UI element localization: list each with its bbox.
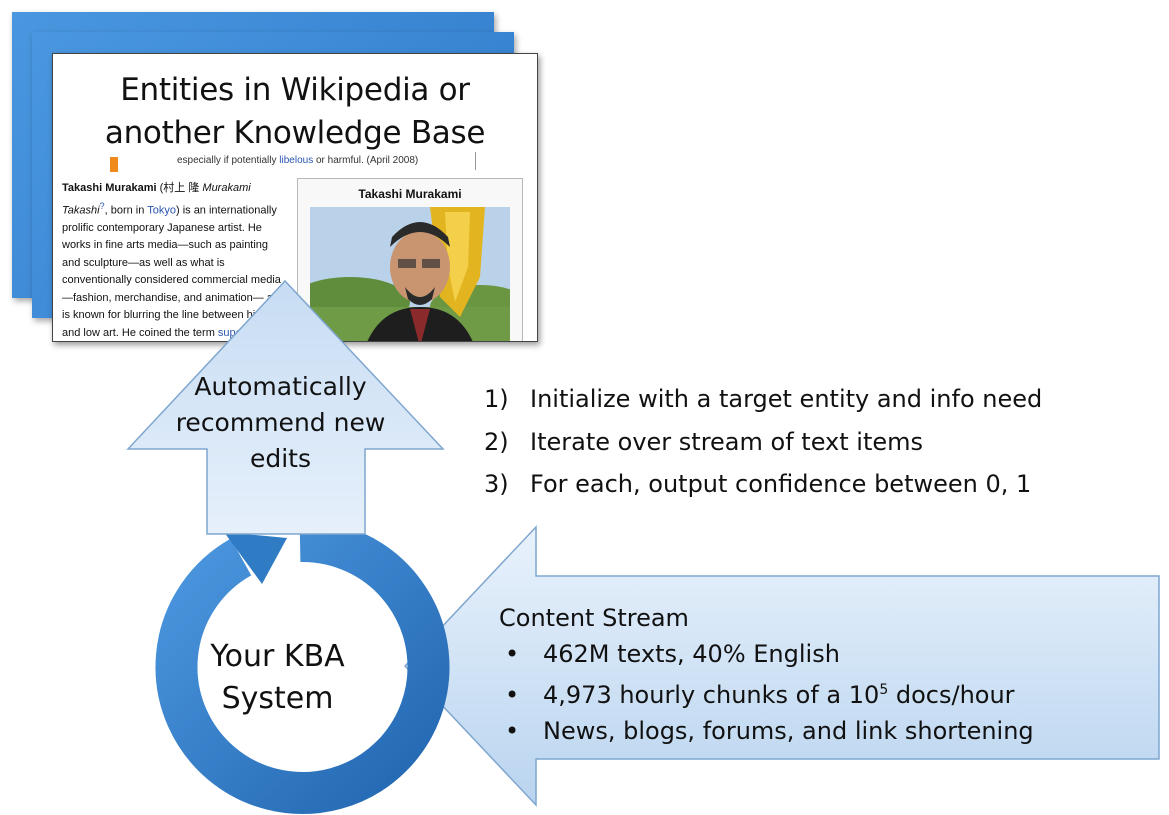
heading-line-1: Entities in Wikipedia or <box>120 72 470 108</box>
pronunciation-link[interactable]: ? <box>99 200 105 211</box>
heading-line-2: another Knowledge Base <box>104 115 486 151</box>
wiki-infobox: Takashi Murakami <box>297 178 523 341</box>
portrait-illustration <box>310 207 510 341</box>
kba-system-label: Your KBA System <box>210 639 345 716</box>
portrait-photo <box>310 207 510 341</box>
list-item: •462M texts, 40% English <box>505 640 840 668</box>
content-stream-title: Content Stream <box>499 604 689 632</box>
list-item: •News, blogs, forums, and link shortenin… <box>505 717 1034 745</box>
content-stream-text: Content Stream •462M texts, 40% English … <box>499 600 1034 749</box>
infobox-title: Takashi Murakami <box>358 187 462 201</box>
tokyo-link[interactable]: Tokyo <box>147 204 176 217</box>
list-item: •4,973 hourly chunks of a 105 docs/hour <box>505 681 1015 709</box>
wiki-card-heading: Entities in Wikipedia or another Knowled… <box>53 69 537 155</box>
up-arrow-label: Automatically recommend new edits <box>175 372 386 473</box>
libelous-link[interactable]: libelous <box>279 155 314 166</box>
step-item: 1)Initialize with a target entity and in… <box>484 385 1043 413</box>
notice-orange-bar <box>110 157 118 172</box>
recommend-edits-arrow <box>126 279 445 535</box>
wiki-notice: especially if potentially libelous or ha… <box>177 155 419 166</box>
step-item: 3)For each, output confidence between 0,… <box>484 470 1032 498</box>
notice-divider <box>475 152 476 170</box>
kba-cycle-ring <box>155 519 450 814</box>
content-stream-arrow <box>403 525 1160 807</box>
process-steps: 1)Initialize with a target entity and in… <box>484 378 1042 506</box>
wiki-article-text: Takashi Murakami (村上 隆 Murakami Takashi?… <box>62 182 286 339</box>
wikipedia-card: Entities in Wikipedia or another Knowled… <box>52 53 538 342</box>
content-stream-list: •462M texts, 40% English •4,973 hourly c… <box>499 636 1034 749</box>
article-subject: Takashi Murakami <box>62 182 157 194</box>
step-item: 2)Iterate over stream of text items <box>484 427 923 456</box>
